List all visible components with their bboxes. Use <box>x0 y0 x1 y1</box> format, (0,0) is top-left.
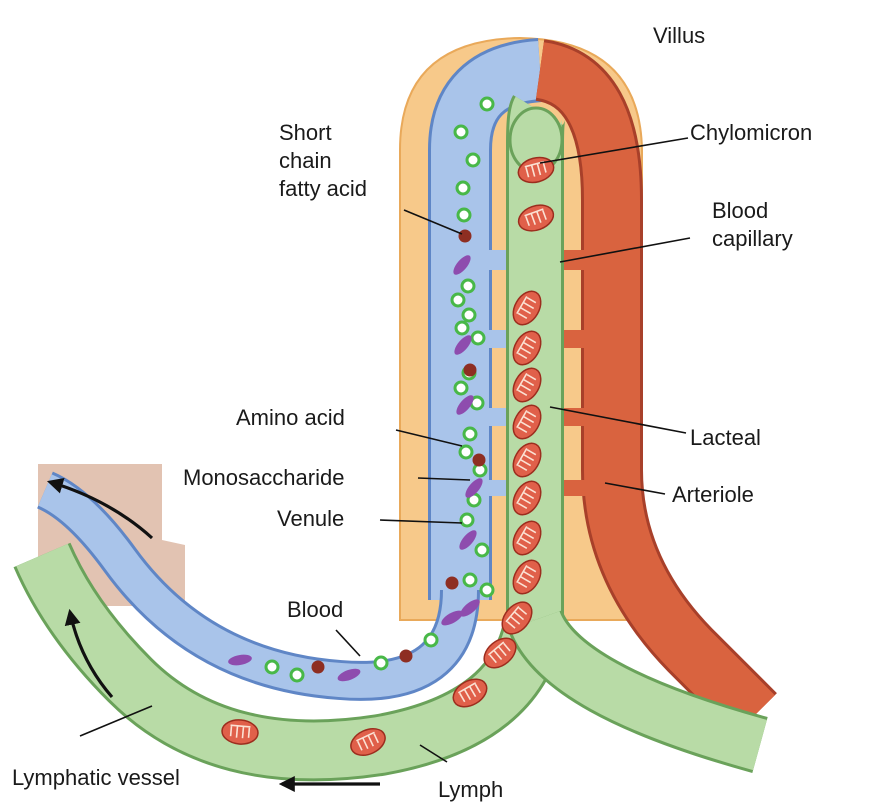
label-blood: Blood <box>287 597 343 622</box>
green-dot <box>266 661 278 673</box>
green-dot <box>464 428 476 440</box>
label-lymph: Lymph <box>438 777 503 802</box>
green-dot <box>460 446 472 458</box>
label-villus: Villus <box>653 23 705 48</box>
label-blood-capillary-line1: Blood <box>712 198 768 223</box>
red-dot <box>473 454 486 467</box>
green-dot <box>455 126 467 138</box>
label-short-chain-line2: chain <box>279 148 332 173</box>
green-dot <box>476 544 488 556</box>
red-dot <box>446 577 459 590</box>
green-dot <box>461 514 473 526</box>
label-chylomicron: Chylomicron <box>690 120 812 145</box>
green-dot <box>481 98 493 110</box>
label-venule: Venule <box>277 506 344 531</box>
label-blood-capillary-line2: capillary <box>712 226 793 251</box>
green-dot <box>456 322 468 334</box>
green-dot <box>472 332 484 344</box>
green-dot <box>458 209 470 221</box>
red-dot <box>312 661 325 674</box>
green-dot <box>425 634 437 646</box>
label-monosaccharide: Monosaccharide <box>183 465 344 490</box>
green-dot <box>481 584 493 596</box>
green-dot <box>291 669 303 681</box>
label-amino-acid: Amino acid <box>236 405 345 430</box>
green-dot <box>463 309 475 321</box>
green-dot <box>375 657 387 669</box>
green-dot <box>455 382 467 394</box>
red-dot <box>459 230 472 243</box>
label-short-chain-line3: fatty acid <box>279 176 367 201</box>
label-lacteal: Lacteal <box>690 425 761 450</box>
green-dot <box>457 182 469 194</box>
green-dot <box>464 574 476 586</box>
red-dot <box>464 364 477 377</box>
green-dot <box>467 154 479 166</box>
label-arteriole: Arteriole <box>672 482 754 507</box>
red-dot <box>400 650 413 663</box>
label-short-chain-line1: Short <box>279 120 332 145</box>
green-dot <box>462 280 474 292</box>
label-lymphatic-vessel: Lymphatic vessel <box>12 765 180 790</box>
green-dot <box>452 294 464 306</box>
